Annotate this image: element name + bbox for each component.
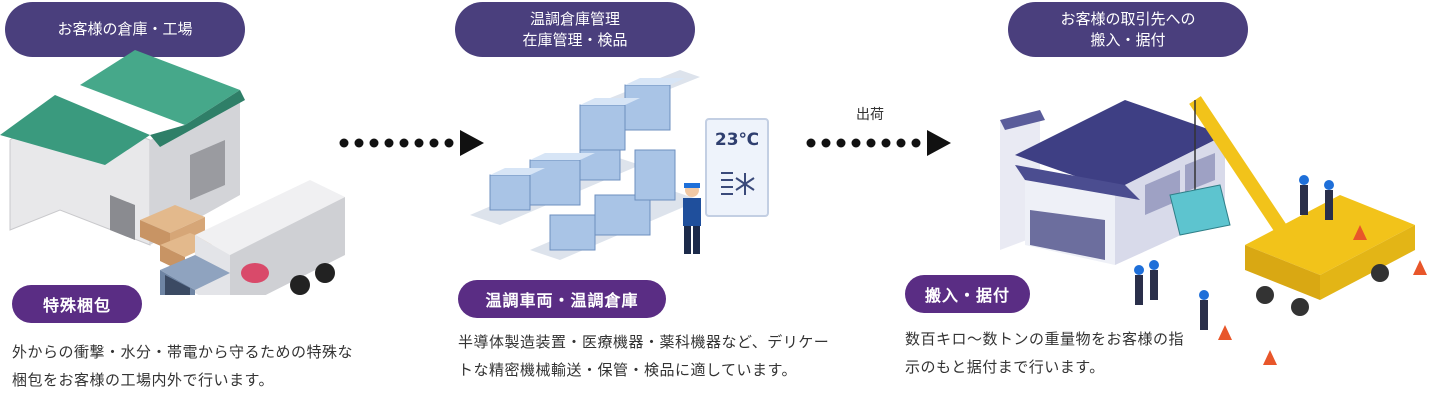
step1-description: 外からの衝撃・水分・帯電から守るための特殊な梱包をお客様の工場内外で行います。 [12, 343, 354, 389]
step3-title: お客様の取引先への 搬入・据付 [1008, 2, 1248, 57]
step2-badge: 温調車両・温調倉庫 [458, 280, 666, 318]
snowflake-icon [721, 172, 755, 195]
warehouse-truck-illustration [0, 50, 345, 295]
flow-arrow-1 [339, 130, 484, 156]
step2-title: 温調倉庫管理 在庫管理・検品 [455, 2, 695, 57]
step1-badge: 特殊梱包 [12, 285, 142, 323]
step3-badge: 搬入・据付 [905, 275, 1030, 313]
flow-arrow-2 [806, 130, 951, 156]
factory-crane-illustration [1000, 96, 1427, 365]
step1-title: お客様の倉庫・工場 [5, 2, 245, 57]
temperature-display-panel: 23℃ [705, 118, 769, 217]
step2-description: 半導体製造装置・医療機器・薬科機器など、デリケートな精密機械輸送・保管・検品に適… [458, 333, 830, 379]
arrow-label-shipping: 出荷 [856, 107, 884, 123]
step3-description: 数百キロ〜数トンの重量物をお客様の指示のもと据付まで行います。 [905, 330, 1185, 376]
temperature-warehouse-illustration [470, 70, 701, 260]
temperature-value: 23℃ [714, 130, 760, 150]
